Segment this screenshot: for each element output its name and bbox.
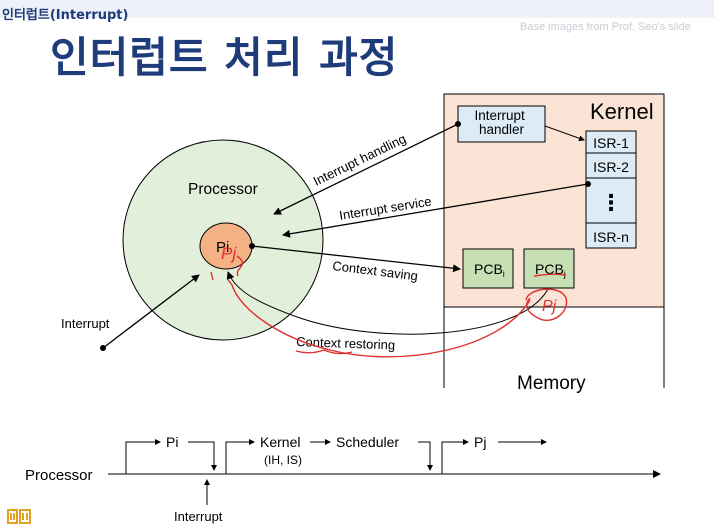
timeline-kernel-sub: (IH, IS) [264, 453, 302, 467]
annotation-underline-restoring [295, 349, 353, 355]
memory-region [443, 307, 665, 388]
timeline-kernel-label: Kernel [260, 434, 300, 450]
annotation-pj-near-pcb: Pj [542, 298, 557, 315]
pi-label: Pi [216, 239, 229, 256]
timeline-kernel-start [225, 439, 255, 474]
interrupt-handling-arrow [273, 123, 459, 215]
breadcrumb: 인터럽트(Interrupt) [2, 8, 129, 23]
interrupt-handler-line2: handler [479, 122, 525, 137]
isr-dots-label: ⋮ [600, 190, 622, 215]
timeline-scheduler-end [418, 441, 433, 471]
interrupt-handler-label: Interrupt handler [474, 108, 528, 137]
timeline-pi-end [188, 441, 217, 471]
isr-n-label: ISR-n [593, 229, 629, 245]
isr-1-label: ISR-1 [593, 135, 629, 151]
isr-n-cell [585, 222, 637, 249]
isr-service-arrow [282, 183, 589, 238]
university-logo-icon [7, 509, 31, 524]
isr-2-label: ISR-2 [593, 159, 629, 175]
annotation-squiggle-down [210, 271, 214, 281]
context-saving-arrow [251, 245, 461, 273]
timeline-scheduler-label: Scheduler [336, 434, 399, 450]
timeline-pi-label: Pi [166, 434, 178, 450]
pcb-j-main: PCB [535, 261, 564, 277]
pcb-j-sub: j [563, 269, 566, 279]
isr-2-cell [585, 152, 637, 179]
page-title: 인터럽트 처리 과정 [50, 33, 399, 82]
context-restoring-label: Context restoring [296, 334, 395, 352]
annotation-circle-pcbj [525, 288, 568, 321]
processor-label: Processor [188, 181, 258, 198]
isr-table: ISR-1 ISR-2 ⋮ ISR-n [585, 130, 637, 249]
context-saving-label: Context saving [332, 258, 419, 283]
annotation-underline-pcbj [533, 273, 567, 277]
pcb-i-sub: i [503, 269, 505, 279]
annotation-scribble-pi [236, 255, 244, 277]
memory-label: Memory [517, 373, 586, 394]
interrupt-handling-label: Interrupt handling [311, 131, 409, 189]
timeline: Processor Pi Kernel (IH, IS) Scheduler P… [25, 434, 661, 524]
pcb-j-box [523, 248, 575, 289]
timeline-interrupt-label: Interrupt [174, 509, 223, 524]
isr-dots-cell [585, 177, 637, 224]
timeline-processor-label: Processor [25, 467, 93, 484]
timeline-pi-segment [125, 439, 161, 474]
timeline-pj-label: Pj [474, 434, 486, 450]
context-restoring-arrow [226, 271, 549, 335]
interrupt-dot [100, 345, 106, 351]
top-bar [0, 0, 714, 18]
interrupt-label: Interrupt [61, 316, 110, 331]
interrupt-handler-line1: Interrupt [474, 108, 525, 123]
interrupt-arrow [102, 274, 200, 349]
handler-to-isr-arrow [544, 125, 585, 142]
pcb-i-label: PCBi [474, 261, 505, 279]
annotation-restore-curve [227, 279, 531, 358]
pcb-j-label: PCBj [535, 261, 566, 279]
interrupt-handler-box [457, 105, 546, 143]
timeline-pj-start [441, 439, 469, 474]
image-credit: Base images from Prof. Seo's slide [520, 21, 691, 33]
kernel-label: Kernel [590, 99, 654, 124]
pcb-i-box [462, 248, 514, 289]
interrupt-service-label: Interrupt service [338, 194, 432, 223]
pcb-i-main: PCB [474, 261, 503, 277]
annotation-pj-near-pi: Pj [221, 244, 237, 263]
handwritten-annotations: Pj Pj [210, 244, 568, 358]
